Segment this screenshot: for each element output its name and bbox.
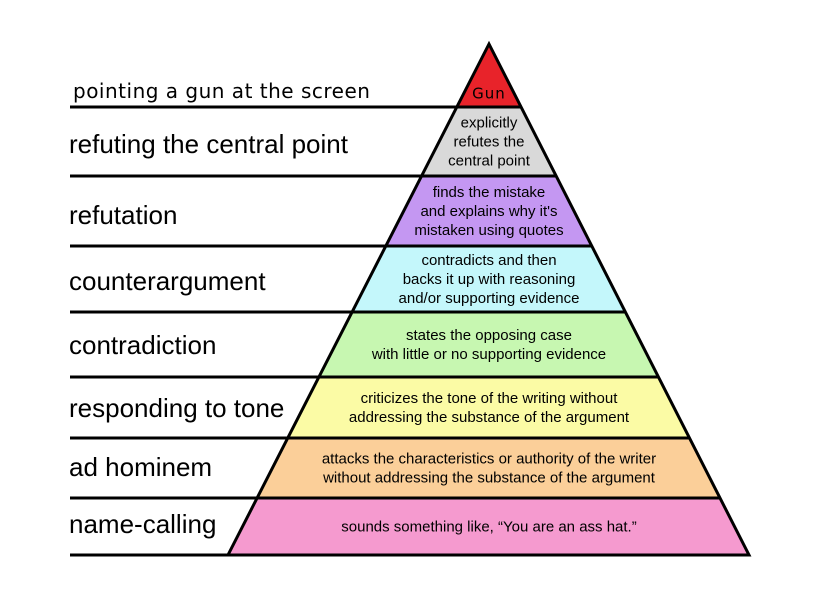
pyramid-band-4 [352, 246, 626, 312]
pyramid-outline [225, 40, 752, 557]
pyramid-band-6 [287, 377, 690, 438]
pyramid-band-3 [385, 176, 592, 246]
level-descriptions: Gun explicitly refutes the central point fin… [322, 85, 656, 536]
level-description-2-line-3: central point [448, 153, 531, 170]
level-label-4: counterargument [69, 266, 266, 296]
level-label-7: ad hominem [69, 452, 212, 482]
pyramid-triangle-outline [225, 40, 752, 557]
level-description-6-line-1: criticizes the tone of the writing witho… [361, 390, 619, 407]
level-label-3: refutation [69, 200, 177, 230]
level-description-4-line-2: backs it up with reasoning [403, 271, 576, 288]
level-description-3-line-1: finds the mistake [433, 184, 546, 201]
level-description-2-line-1: explicitly [461, 115, 518, 132]
level-label-2: refuting the central point [69, 129, 349, 159]
level-description-3-line-3: mistaken using quotes [414, 222, 563, 239]
pyramid-band-5 [318, 312, 659, 377]
level-description-3-line-2: and explains why it's [420, 203, 557, 220]
level-description-6-line-2: addressing the substance of the argument [349, 409, 630, 426]
level-description-2-line-2: refutes the [454, 134, 525, 151]
level-description-4-line-1: contradicts and then [421, 252, 556, 269]
level-labels: pointing a gun at the screen refuting the… [69, 79, 370, 539]
pyramid-band-1 [456, 44, 522, 107]
pyramid-band-8 [228, 498, 749, 555]
level-description-8-line-1: sounds something like, “You are an ass h… [341, 519, 636, 536]
level-label-5: contradiction [69, 330, 216, 360]
pyramid-band-7 [257, 438, 720, 498]
level-description-4-line-3: and/or supporting evidence [399, 290, 580, 307]
level-label-8: name-calling [69, 509, 216, 539]
level-description-7-line-2: without addressing the substance of the … [322, 470, 656, 487]
level-description-5-line-1: states the opposing case [406, 327, 572, 344]
level-label-6: responding to tone [69, 393, 284, 423]
level-label-1: pointing a gun at the screen [73, 79, 370, 103]
pyramid-bands [228, 44, 749, 555]
level-description-5-line-2: with little or no supporting evidence [371, 346, 606, 363]
level-description-7-line-1: attacks the characteristics or authority… [322, 451, 656, 468]
level-description-1-line-1: Gun [472, 85, 506, 103]
pyramid-band-2 [421, 107, 557, 176]
